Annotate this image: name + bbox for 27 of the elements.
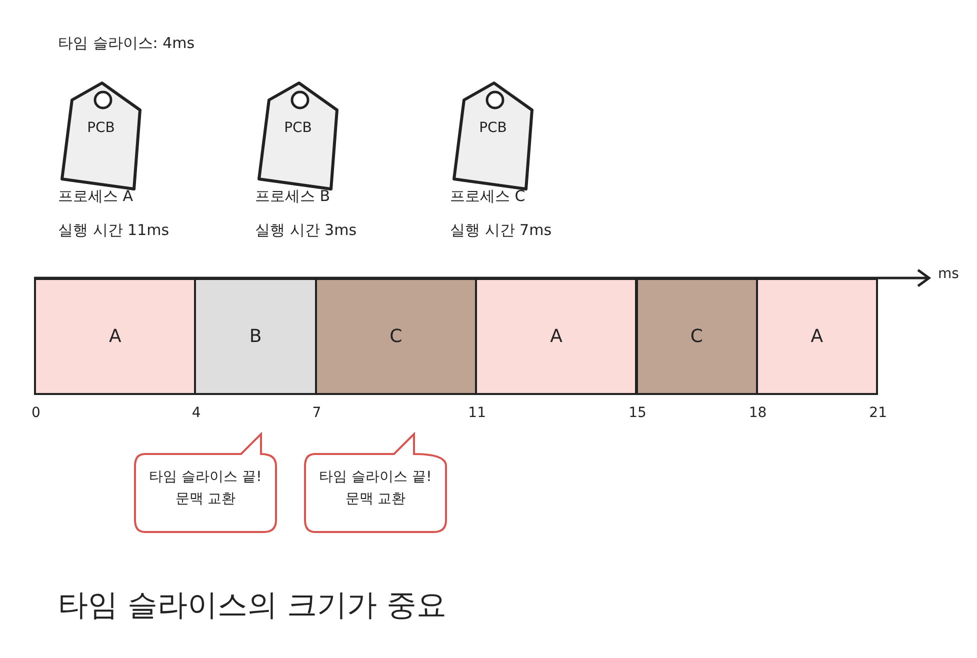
time-slice-segment: C (314, 278, 478, 395)
process-caption: 실행 시간 11ms (58, 221, 170, 240)
tick-label: 18 (748, 405, 767, 421)
tag-label: PCB (478, 120, 508, 136)
process-caption: 프로세스 A (58, 187, 134, 206)
time-slice-note: 타임 슬라이스: 4ms (58, 34, 195, 53)
process-caption: 실행 시간 7ms (450, 221, 552, 240)
process-caption: 프로세스 B (255, 187, 330, 206)
tick-label: 7 (312, 405, 322, 421)
axis-unit-label: ms (938, 266, 959, 282)
tick-label: 0 (32, 405, 40, 421)
tag-label: PCB (86, 120, 116, 136)
caption: 타임 슬라이스의 크기가 중요 (58, 587, 447, 625)
callout-text: 타임 슬라이스 끝! 문맥 교환 (148, 468, 263, 509)
tick-label: 4 (192, 405, 201, 421)
time-slice-segment: C (636, 278, 758, 395)
process-caption: 프로세스 C (450, 187, 526, 206)
time-slice-segment: B (194, 278, 317, 395)
process-caption: 실행 시간 3ms (255, 221, 357, 240)
time-slice-segment: A (475, 278, 638, 395)
time-slice-segment: A (756, 278, 878, 395)
tag-label: PCB (283, 120, 313, 136)
tick-label: 15 (628, 405, 646, 421)
tick-label: 21 (869, 405, 887, 421)
tick-label: 11 (468, 405, 486, 421)
callout-text: 타임 슬라이스 끝! 문맥 교환 (318, 468, 433, 509)
time-slice-segment: A (34, 278, 196, 395)
